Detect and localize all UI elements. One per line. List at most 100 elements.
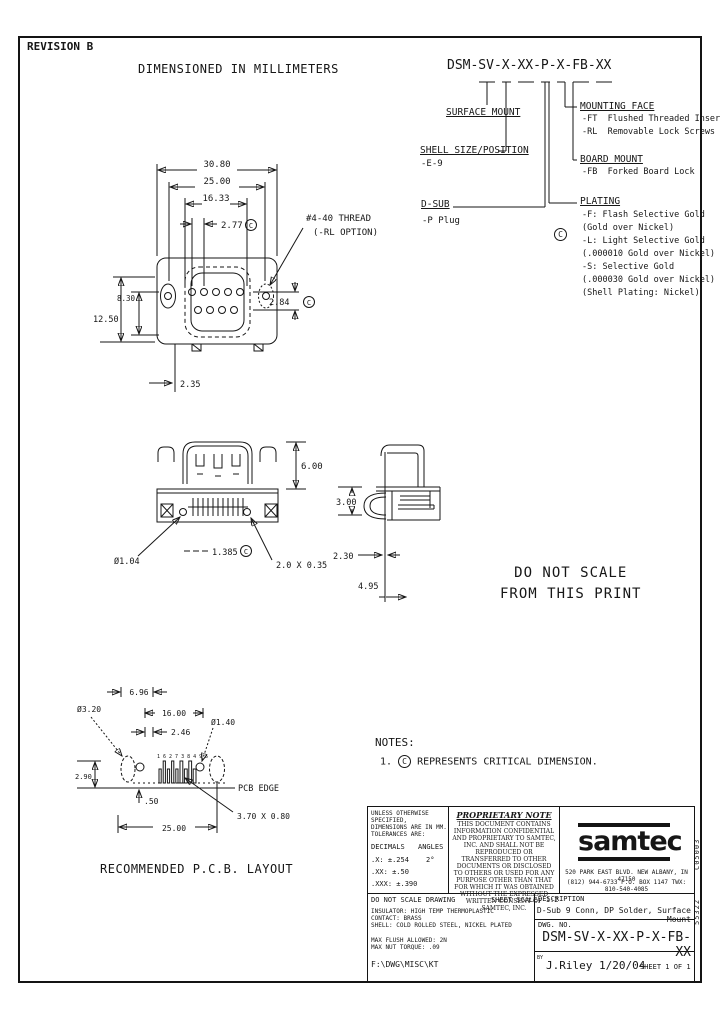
critical-dimension-icon	[303, 296, 315, 308]
board-mount-option: -FB Forked Board Lock	[582, 167, 695, 177]
critical-dimension-icon	[240, 545, 252, 557]
critical-symbol: C	[249, 222, 253, 230]
dim-tail: 2.0 X 0.35	[276, 561, 327, 571]
dim-height: 12.50	[93, 315, 119, 325]
mounting-face-option: -RL Removable Lock Screws	[582, 127, 716, 137]
plating-option: -L: Light Selective Gold	[582, 236, 705, 246]
sheet-border	[18, 36, 702, 983]
dim-pitch: 2.77	[221, 221, 243, 231]
pcb-pad-numbers: 1 6 2 7 3 8 4 9 5	[157, 754, 208, 760]
revision-label: REVISION B	[27, 40, 94, 53]
plating-option: (Shell Plating: Nickel)	[582, 288, 700, 298]
plating-option: (.000030 Gold over Nickel)	[582, 275, 716, 285]
front-dimension-lines	[100, 164, 304, 392]
tolerance-x: .X: ±.254	[371, 856, 409, 864]
tol-line: UNLESS OTHERWISE SPECIFIED,	[371, 810, 429, 824]
side-dimension-lines	[338, 486, 406, 597]
pcb-hole-big: Ø3.20	[77, 704, 101, 714]
pcb-dim-a: 6.96	[129, 688, 148, 697]
board-mount-label: BOARD MOUNT	[580, 154, 643, 165]
pcb-dim-span: 25.00	[162, 824, 186, 833]
plating-option: (.000010 Gold over Nickel)	[582, 249, 716, 259]
units-heading: DIMENSIONED IN MILLIMETERS	[138, 62, 339, 76]
connector-body	[156, 257, 278, 352]
dwg-no-label: DWG. NO.	[538, 921, 572, 929]
material-line: CONTACT: BRASS	[371, 915, 422, 922]
tolerance-xxx: .XXX: ±.390	[371, 880, 418, 888]
do-not-scale-note: DO NOT SCALE FROM THIS PRINT	[500, 563, 641, 605]
do-not-scale-line2: FROM THIS PRINT	[500, 586, 642, 602]
dim-row-offset: 2.84	[269, 298, 289, 308]
pcb-dimension-lines	[77, 687, 234, 833]
tol-line: TOLERANCES ARE:	[371, 831, 426, 838]
divider	[534, 893, 535, 982]
dim-length: 4.95	[358, 582, 378, 592]
thread-note: #4-40 THREAD	[306, 214, 371, 224]
pcb-caption: RECOMMENDED P.C.B. LAYOUT	[100, 862, 294, 876]
critical-dimension-icon	[245, 219, 257, 231]
plating-label: PLATING	[580, 196, 621, 207]
dsub-label: D-SUB	[421, 199, 450, 210]
dim-depth: 2.30	[333, 552, 353, 562]
note-text: REPRESENTS CRITICAL DIMENSION.	[417, 756, 598, 768]
by-label: BY	[537, 955, 544, 961]
part-number-tree-lines	[453, 81, 612, 208]
pcb-edge-label: PCB EDGE	[238, 784, 279, 794]
extra-note-line: MAX FLUSH ALLOWED: 2N	[371, 937, 447, 944]
code-strip-bottom: 55322	[693, 898, 701, 925]
do-not-scale-drawing: DO NOT SCALE DRAWING	[371, 896, 456, 904]
do-not-scale-line1: DO NOT SCALE	[514, 565, 628, 581]
critical-dimension-icon: C	[554, 228, 567, 241]
sheet-number: SHEET 1 OF 1	[640, 963, 691, 971]
plating-options: -F: Flash Selective Gold(Gold over Nicke…	[582, 209, 715, 300]
critical-dimension-icon: C	[398, 755, 412, 768]
rear-dimension-lines	[137, 441, 306, 561]
divider	[534, 919, 694, 920]
dim-stagger: 1.385	[212, 548, 238, 558]
file-path: F:\DWG\MISC\KT	[371, 960, 439, 969]
front-view-drawing: 30.80 25.00 16.33 2.77 C 12.50 8.30 2.84…	[93, 160, 378, 392]
material-line: INSULATOR: HIGH TEMP THERMOPLASTIC	[371, 908, 494, 915]
shell-size-value: -E-9	[421, 159, 443, 169]
company-address: 520 PARK EAST BLVD. NEW ALBANY, IN 47150	[565, 869, 688, 883]
samtec-logo: samtec	[578, 823, 683, 861]
proprietary-body: THIS DOCUMENT CONTAINS INFORMATION CONFI…	[452, 821, 556, 912]
pcb-hole-small: Ø1.40	[211, 717, 235, 727]
mounting-face-label: MOUNTING FACE	[580, 101, 655, 112]
critical-symbol: C	[244, 548, 248, 556]
dsub-value: -P Plug	[422, 216, 460, 226]
critical-symbol: C	[307, 299, 311, 307]
part-number: DSM-SV-X-XX-P-X-FB-XX	[447, 58, 612, 73]
thread-note: (-RL OPTION)	[313, 228, 378, 238]
dim-inner-height: 8.30	[117, 294, 136, 303]
dim-pin-span: 16.33	[202, 194, 229, 204]
extra-note-line: MAX NUT TORQUE: .09	[371, 944, 440, 951]
rear-view-shapes	[156, 441, 279, 523]
divider	[559, 807, 560, 893]
plating-option: -F: Flash Selective Gold	[582, 210, 705, 220]
mounting-face-option: -FT Flushed Threaded Inserts	[582, 114, 720, 124]
note-number: 1.	[380, 756, 393, 768]
notes-title: NOTES:	[375, 736, 415, 749]
pcb-dim-c: 2.46	[171, 728, 190, 737]
tolerance-xx: .XX: ±.50	[371, 868, 409, 876]
by-value: J.Riley 1/20/04	[546, 959, 646, 972]
surface-mount-label: SURFACE MOUNT	[446, 107, 521, 118]
tol-line: DIMENSIONS ARE IN MM.	[371, 824, 447, 831]
angles-label: ANGLES	[418, 843, 444, 851]
dim-width: 30.80	[203, 160, 230, 170]
dim-tail-offset: 2.35	[180, 380, 200, 390]
company-phone: (812) 944-6733 P.O. BOX 1147 TWX: 810-54…	[566, 879, 687, 893]
plating-option: -S: Selective Gold	[582, 262, 675, 272]
dim-shroud: 6.00	[301, 462, 323, 472]
divider	[534, 951, 694, 952]
title-block: UNLESS OTHERWISE SPECIFIED,DIMENSIONS AR…	[367, 806, 695, 983]
proprietary-title: PROPRIETARY NOTE	[456, 810, 552, 820]
divider	[368, 893, 694, 894]
shell-size-label: SHELL SIZE/POSITION	[420, 145, 529, 156]
pcb-pad-slot: 3.70 X 0.80	[237, 812, 290, 821]
dim-standoff: 3.00	[336, 498, 356, 508]
